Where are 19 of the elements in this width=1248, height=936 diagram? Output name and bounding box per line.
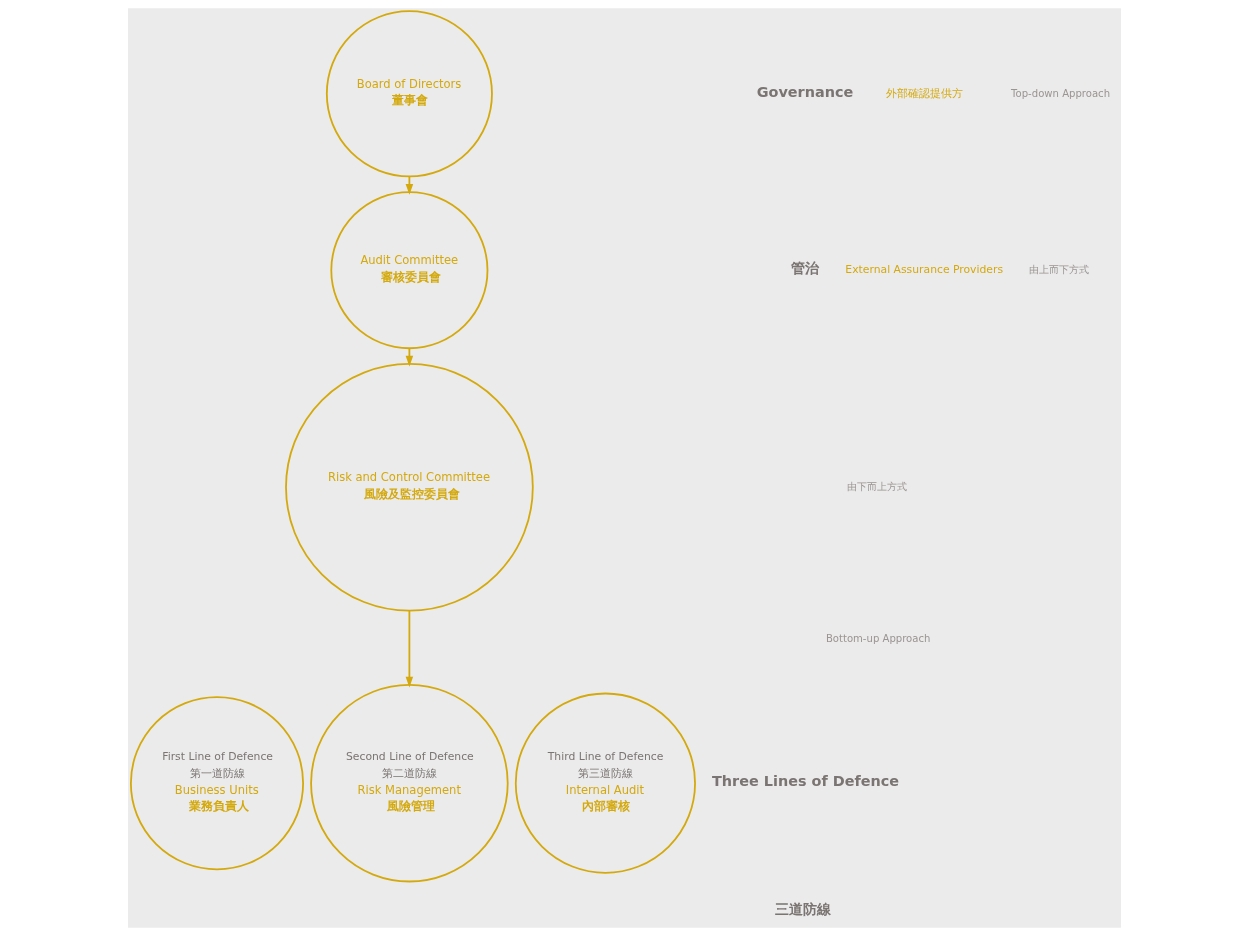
arrow (405, 347, 413, 367)
label: 由上而下方式 (1028, 264, 1089, 276)
label: 管治 (790, 260, 819, 277)
label: 外部確認提供方 (885, 86, 963, 100)
label: Top-down Approach (1010, 87, 1110, 99)
node-circle: Audit Committee 審核委員會 (329, 191, 488, 350)
node-circle: Risk and Control Committee 風險及監控委員會 (284, 363, 534, 612)
node-circle: Board of Directors 董事會 (325, 10, 493, 178)
node-circle: Third Line of Defence 第三道防線 Internal Audit 內部審核 (514, 692, 696, 874)
label: 由下而上方式 (846, 481, 907, 493)
node-circle: Second Line of Defence 第二道防線 Risk Management 風險管理 (309, 683, 509, 883)
label: Three Lines of Defence (711, 773, 899, 790)
arrow (405, 609, 413, 688)
label: 三道防線 (774, 900, 831, 917)
arrow (405, 175, 413, 195)
label: External Assurance Providers (844, 263, 1003, 277)
label: Bottom-up Approach (825, 633, 930, 645)
node-circle: First Line of Defence 第一道防線 Business Units 業務負責人 (129, 696, 304, 871)
label: Governance (756, 83, 853, 100)
